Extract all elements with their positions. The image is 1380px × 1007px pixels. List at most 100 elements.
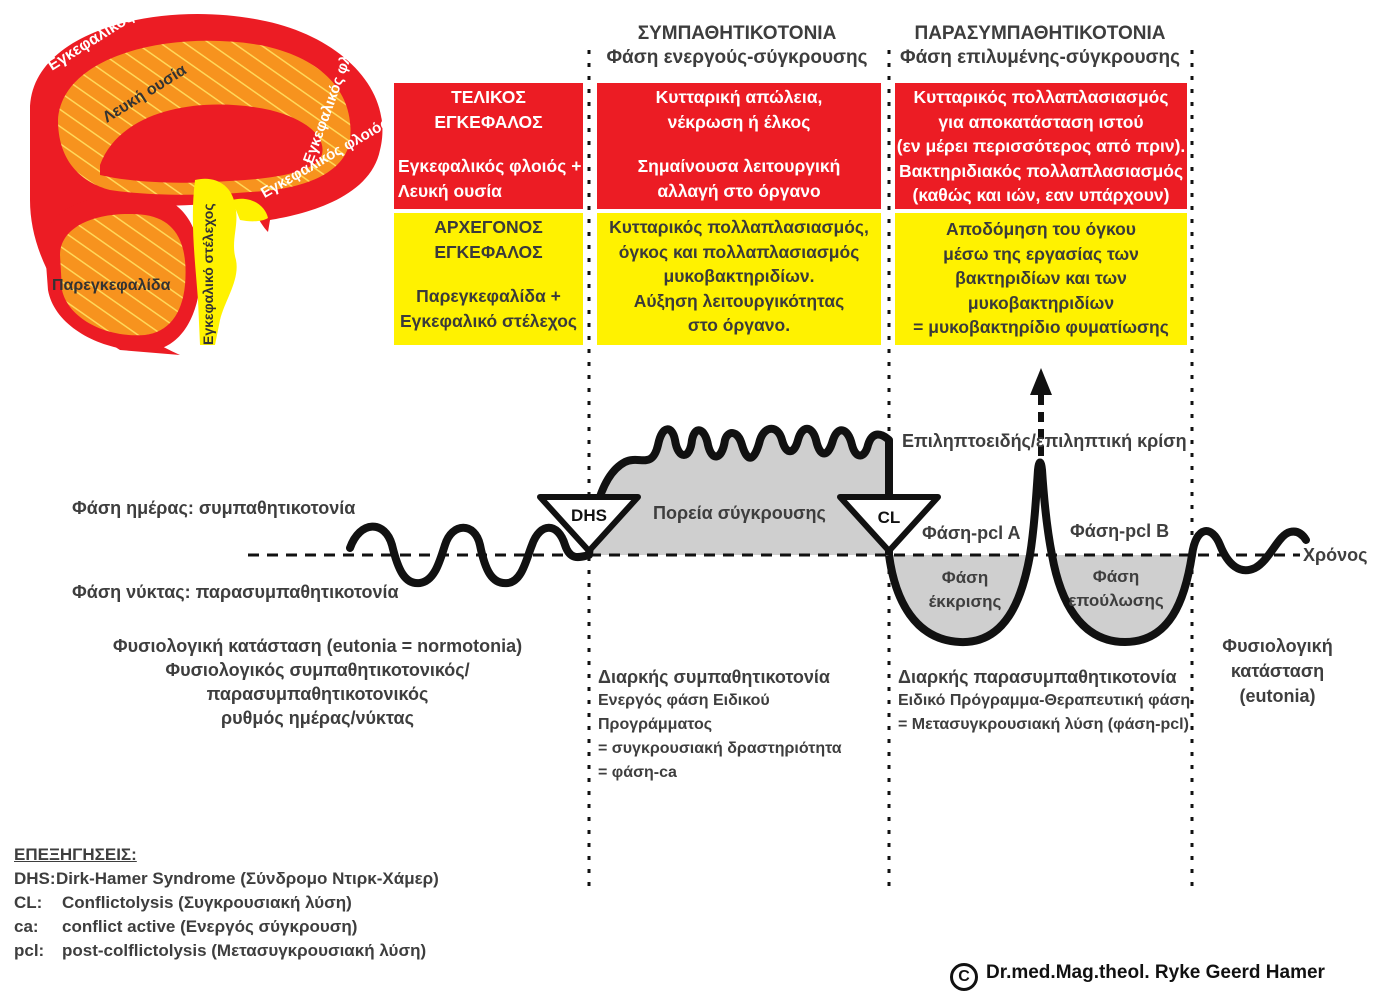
legend-text-ca: conflict active (Ενεργός σύγκρουση)	[62, 917, 358, 936]
symp-red-line-4: Σημαίνουσα λειτουργική	[637, 156, 841, 176]
brain-illustration	[30, 14, 383, 355]
dhs-label: DHS	[571, 506, 607, 525]
parasympathetic-header: ΠΑΡΑΣΥΜΠΑΘΗΤΙΚΟΤΟΝΙΑ Φάση επιλυμένης-σύγ…	[895, 22, 1185, 70]
sympathetic-title: ΣΥΜΠΑΘΗΤΙΚΟΤΟΝΙΑ	[637, 23, 837, 44]
para-red-line-5: (καθώς και ιών, εαν υπάρχουν)	[912, 185, 1170, 205]
normal-rhythm-wave-right	[1188, 527, 1310, 575]
symp-yellow-line-3: μυκοβακτηριδίων.	[663, 266, 815, 286]
night-phase-label: Φάση νύκτας: παρασυμπαθητικοτονία	[72, 582, 399, 602]
parasympathetic-description: Διαρκής παρασυμπαθητικοτονία Ειδικό Πρόγ…	[898, 665, 1193, 737]
parasympathetic-yellow-box: Αποδόμηση του όγκου μέσω της εργασίας τω…	[895, 213, 1187, 345]
normal-right-line-1: Φυσιολογική	[1222, 636, 1333, 656]
legend-abbr-ca: ca:	[14, 917, 39, 936]
cl-label: CL	[877, 508, 901, 527]
old-brain-line-2: ΕΓΚΕΦΑΛΟΣ	[434, 241, 543, 262]
conflict-curve	[585, 424, 893, 556]
symp-red-line-5: αλλαγή στο όργανο	[657, 180, 821, 201]
legend-text-pcl: post-colflictolysis (Μετασυγκρουσιακή λύ…	[62, 941, 427, 960]
legend-abbr-cl: CL:	[14, 893, 43, 912]
para-red-line-1: Κυτταρικός πολλαπλασιασμός	[913, 87, 1169, 107]
legend-text-cl: Conflictolysis (Συγκρουσιακή λύση)	[62, 893, 352, 912]
crisis-label: Επιληπτοειδής/επιληπτική κρίση	[902, 431, 1187, 451]
old-brain-line-4: Παρεγκεφαλίδα +	[416, 286, 561, 306]
copyright: C Dr.med.Mag.theol. Ryke Geerd Hamer	[950, 962, 1325, 991]
normal-line-3: ρυθμός ημέρας/νύκτας	[221, 708, 414, 728]
para-yellow-line-3: βακτηριδίων και των	[955, 268, 1127, 288]
para-yellow-line-1: Αποδόμηση του όγκου	[946, 219, 1136, 239]
sympathetic-header: ΣΥΜΠΑΘΗΤΙΚΟΤΟΝΙΑ Φάση ενεργούς-σύγκρουση…	[597, 22, 877, 70]
sympathetic-red-box: Κυτταρική απώλεια, νέκρωση ή έλκος Σημαί…	[597, 83, 881, 209]
pcl-a-area	[889, 555, 1030, 643]
crisis-arrow-head	[1030, 368, 1052, 395]
legend-text-dhs: Dirk-Hamer Syndrome (Σύνδρομο Ντιρκ-Χάμε…	[56, 869, 439, 888]
para-yellow-line-2: μέσω της εργασίας των	[943, 243, 1139, 264]
new-brain-box: ΤΕΛΙΚΟΣ ΕΓΚΕΦΑΛΟΣ Εγκεφαλικός φλοιός + Λ…	[394, 83, 583, 209]
symp-yellow-line-2: όγκος και πολλαπλασιασμός	[618, 241, 860, 262]
exudation-label: Φάση έκκρισης	[918, 566, 1012, 614]
para-desc-line-2: = Μετασυγκρουσιακή λύση (φάση-pcl)	[898, 716, 1189, 733]
day-phase-label: Φάση ημέρας: συμπαθητικοτονία	[72, 498, 356, 518]
sympathetic-description: Διαρκής συμπαθητικοτονία Ενεργός φάση Ει…	[598, 665, 888, 785]
label-cerebellum: Παρεγκεφαλίδα	[52, 277, 171, 294]
sympathetic-yellow-box: Κυτταρικός πολλαπλασιασμός, όγκος και πο…	[597, 213, 881, 345]
normal-state-description: Φυσιολογική κατάσταση (eutonia = normoto…	[60, 634, 575, 730]
legend-row-pcl: pcl: post-colflictolysis (Μετασυγκρουσιακ…	[14, 939, 574, 963]
legend-row-ca: ca: conflict active (Ενεργός σύγκρουση)	[14, 915, 574, 939]
new-brain-line-2: ΕΓΚΕΦΑΛΟΣ	[434, 111, 543, 132]
normal-line-2: Φυσιολογικός συμπαθητικοτονικός/παρασυμπ…	[165, 660, 470, 704]
exudation-line-2: έκκρισης	[928, 592, 1002, 611]
conflict-area	[589, 428, 889, 555]
legend: ΕΠΕΞΗΓΗΣΕΙΣ: DHS:Dirk-Hamer Syndrome (Σύ…	[14, 843, 574, 963]
old-brain-box: ΑΡΧΕΓΟΝΟΣ ΕΓΚΕΦΑΛΟΣ Παρεγκεφαλίδα + Εγκε…	[394, 213, 583, 345]
new-brain-line-1: ΤΕΛΙΚΟΣ	[451, 87, 526, 107]
pcl-b-label: Φάση-pcl B	[1070, 521, 1170, 541]
suppuration-label: Φάση επούλωσης	[1064, 565, 1168, 613]
para-yellow-line-5: = μυκοβακτηρίδιο φυματίωσης	[913, 317, 1169, 337]
para-red-line-3: (εν μέρει περισσότερος από πριν).	[896, 136, 1186, 156]
suppuration-line-2: επούλωσης	[1068, 591, 1164, 610]
old-brain-line-5: Εγκεφαλικό στέλεχος	[399, 310, 578, 331]
symp-yellow-line-1: Κυτταρικός πολλαπλασιασμός,	[609, 217, 869, 237]
cl-triangle	[837, 494, 941, 554]
conflict-course-label: Πορεία σύγκρουσης	[653, 503, 826, 523]
symp-desc-line-1: Ενεργός φάση Ειδικού Προγράμματος	[598, 692, 770, 733]
new-brain-line-4: Εγκεφαλικός φλοιός +	[398, 156, 582, 176]
exudation-line-1: Φάση	[941, 568, 989, 587]
para-red-line-4: Βακτηριδιακός πολλαπλασιασμός	[898, 160, 1184, 181]
healing-curve	[885, 458, 1196, 647]
old-brain-line-1: ΑΡΧΕΓΟΝΟΣ	[434, 217, 543, 237]
para-desc-title: Διαρκής παρασυμπαθητικοτονία	[898, 667, 1177, 687]
parasympathetic-red-box: Κυτταρικός πολλαπλασιασμός για αποκατάστ…	[895, 83, 1187, 209]
suppuration-line-1: Φάση	[1092, 567, 1140, 586]
para-red-line-2: για αποκατάσταση ιστού	[938, 111, 1144, 132]
time-label: Χρόνος	[1303, 545, 1368, 565]
copyright-icon: C	[950, 963, 978, 991]
normal-line-1: Φυσιολογική κατάσταση (eutonia = normoto…	[112, 636, 523, 656]
symp-red-line-1: Κυτταρική απώλεια,	[655, 87, 823, 107]
pcl-a-label: Φάση-pcl A	[922, 523, 1021, 543]
legend-abbr-dhs: DHS:	[14, 869, 56, 888]
copyright-text: Dr.med.Mag.theol. Ryke Geerd Hamer	[986, 962, 1325, 983]
symp-desc-title: Διαρκής συμπαθητικοτονία	[598, 667, 830, 687]
legend-title: ΕΠΕΞΗΓΗΣΕΙΣ:	[14, 845, 137, 864]
normal-state-right: Φυσιολογική κατάσταση (eutonia)	[1210, 634, 1345, 709]
para-yellow-line-4: μυκοβακτηριδίων	[967, 292, 1115, 313]
parasympathetic-title: ΠΑΡΑΣΥΜΠΑΘΗΤΙΚΟΤΟΝΙΑ	[914, 23, 1166, 44]
new-brain-line-5: Λευκή ουσία	[398, 180, 502, 201]
symp-desc-line-3: = φάση-ca	[598, 764, 677, 781]
para-desc-line-1: Ειδικό Πρόγραμμα-Θεραπευτική φάση	[898, 692, 1191, 709]
sympathetic-subtitle: Φάση ενεργούς-σύγκρουσης	[606, 47, 868, 68]
legend-row-dhs: DHS:Dirk-Hamer Syndrome (Σύνδρομο Ντιρκ-…	[14, 867, 574, 891]
dhs-triangle	[537, 494, 641, 554]
symp-yellow-line-5: στο όργανο.	[687, 315, 791, 335]
normal-right-line-2: κατάσταση	[1230, 661, 1325, 681]
normal-rhythm-wave	[346, 522, 593, 588]
legend-abbr-pcl: pcl:	[14, 941, 45, 960]
symp-yellow-line-4: Αύξηση λειτουργικότητας	[633, 290, 845, 311]
legend-row-cl: CL: Conflictolysis (Συγκρουσιακή λύση)	[14, 891, 574, 915]
symp-red-line-2: νέκρωση ή έλκος	[667, 111, 811, 132]
normal-right-line-3: (eutonia)	[1239, 686, 1316, 706]
symp-desc-line-2: = συγκρουσιακή δραστηριότητα	[598, 740, 842, 757]
parasympathetic-subtitle: Φάση επιλυμένης-σύγκρουσης	[899, 47, 1181, 68]
